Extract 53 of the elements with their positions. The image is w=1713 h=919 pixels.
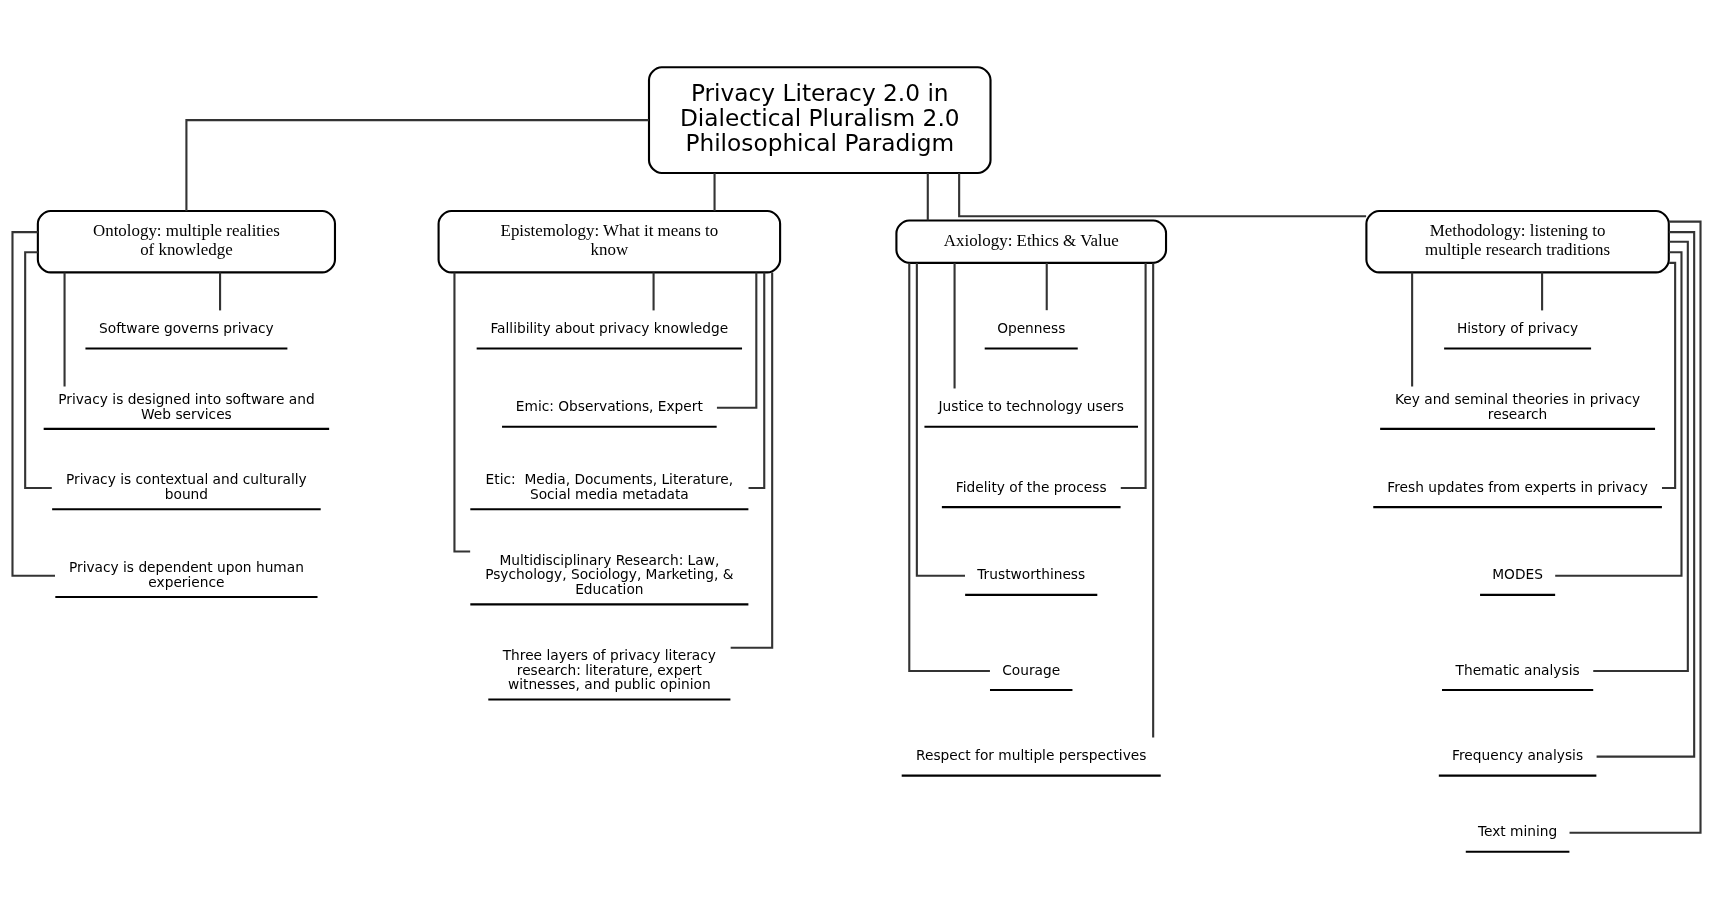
connector — [1596, 231, 1696, 758]
node-text: Emic: Observations, Expert — [515, 398, 703, 415]
node-text: Openness — [997, 320, 1066, 337]
connector — [185, 119, 649, 211]
connector — [1411, 272, 1414, 387]
node-text: Trustworthiness — [977, 566, 1086, 583]
node-text: Key and seminal theories in privacy research — [1394, 390, 1641, 422]
node-text: Software governs privacy — [99, 320, 274, 337]
connector — [219, 272, 222, 311]
node-text: Respect for multiple perspectives — [916, 747, 1147, 764]
node-text: Fresh updates from experts in privacy — [1387, 478, 1648, 495]
connector — [1120, 263, 1147, 490]
connector — [24, 251, 52, 490]
connector — [1662, 261, 1677, 490]
connector — [1045, 262, 1048, 311]
connector — [11, 231, 56, 577]
node-text: History of privacy — [1456, 320, 1579, 337]
node-text: Fidelity of the process — [955, 478, 1107, 495]
connector — [926, 173, 929, 221]
node-text: Etic: Media, Documents, Literature, Social media metadata — [485, 471, 734, 503]
connector — [713, 173, 716, 211]
connector — [915, 263, 965, 577]
connector — [1541, 272, 1544, 311]
node-text: Three layers of privacy literacy research: literature, expert witnesses, and public opinion — [502, 646, 716, 693]
node-box: Axiology: Ethics & Value — [895, 219, 1168, 264]
node-text: Frequency analysis — [1452, 747, 1584, 764]
node-box: Epistemology: What it means to know — [437, 209, 782, 274]
node-text: Courage — [1002, 661, 1061, 678]
connector — [652, 272, 655, 311]
connector — [748, 272, 766, 490]
node-text: Text mining — [1477, 823, 1558, 840]
node-box: Methodology: listening to multiple research traditions — [1365, 209, 1670, 274]
node-box: Privacy Literacy 2.0 in Dialectical Pluralism 2.0 Philosophical Paradigm — [647, 66, 992, 174]
connector — [1152, 263, 1155, 738]
connector — [1555, 251, 1683, 577]
node-text: Multidisciplinary Research: Law, Psychology, Sociology, Marketing, & Education — [485, 551, 734, 598]
node-text: MODES — [1492, 566, 1543, 583]
connector — [63, 272, 66, 387]
node-text: Privacy is contextual and culturally bound — [66, 471, 307, 503]
node-text: Privacy is designed into software and Web services — [58, 390, 315, 422]
node-box: Ontology: multiple realities of knowledge — [36, 209, 337, 274]
connector — [453, 272, 471, 553]
connector — [1569, 220, 1702, 834]
node-text: Fallibility about privacy knowledge — [490, 320, 729, 337]
connector — [958, 173, 1367, 218]
connector — [716, 272, 758, 409]
node-text: Justice to technology users — [938, 398, 1124, 415]
node-text: Thematic analysis — [1455, 661, 1580, 678]
node-text: Privacy is dependent upon human experience — [68, 559, 304, 590]
connector — [730, 272, 774, 649]
connector — [953, 263, 956, 389]
connector — [1593, 240, 1689, 673]
connector — [908, 262, 990, 673]
